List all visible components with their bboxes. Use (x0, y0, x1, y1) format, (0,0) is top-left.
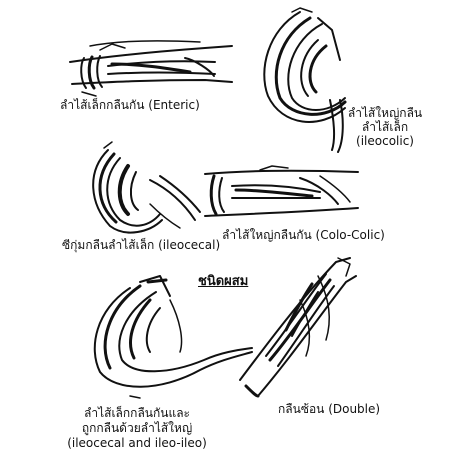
label-double: กลืนซ้อน (Double) (278, 402, 380, 416)
label-combined-line2: ถูกกลืนด้วยลำไส้ใหญ่ (52, 421, 222, 435)
label-combined-line1: ลำไส้เล็กกลืนกันและ (52, 406, 222, 420)
double-illustration (240, 258, 356, 396)
label-ileocolic-line1: ลำไส้ใหญ่กลืน (330, 106, 440, 120)
enteric-illustration (70, 41, 232, 96)
label-ileocolic-line2: ลำไส้เล็ก (330, 120, 440, 134)
heading-mixed-types: ชนิดผสม (198, 270, 248, 291)
colocolic-illustration (205, 166, 358, 216)
label-combined-line3: (ileocecal and ileo-ileo) (52, 436, 222, 450)
label-enteric: ลำไส้เล็กกลืนกัน (Enteric) (60, 98, 200, 112)
label-colocolic: ลำไส้ใหญ่กลืนกัน (Colo-Colic) (222, 228, 385, 242)
combined-illustration (95, 276, 252, 398)
label-ileocolic-line3: (ileocolic) (330, 134, 440, 148)
label-ileocecal: ซีกุ่มกลืนลำไส้เล็ก (ileocecal) (62, 238, 220, 252)
ileocecal-illustration (93, 142, 200, 233)
